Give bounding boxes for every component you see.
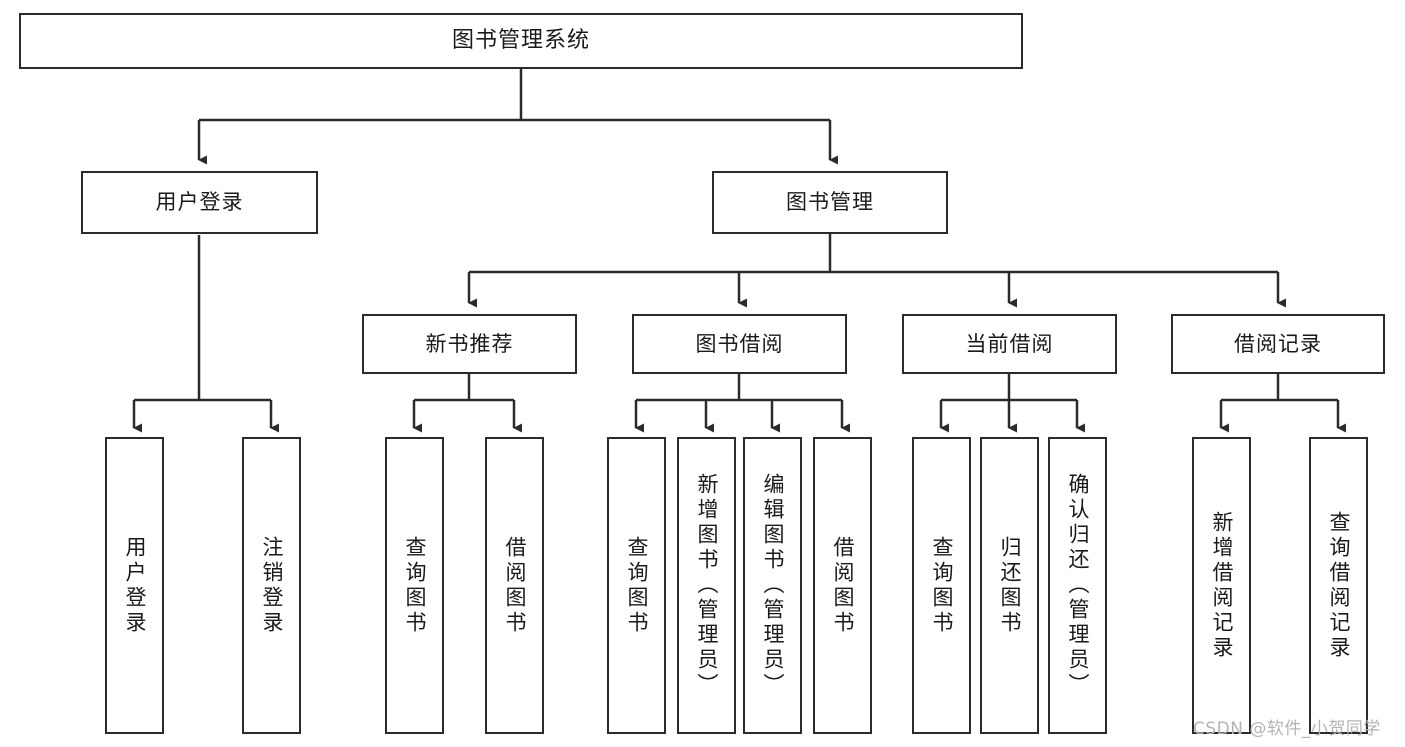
node-label: 查询图书 — [930, 535, 954, 636]
node-leaf-logout[interactable]: 注销登录 — [242, 437, 301, 734]
node-leaf-query-borrow-record[interactable]: 查询借阅记录 — [1309, 437, 1368, 734]
node-label: 借阅图书 — [831, 535, 855, 636]
node-leaf-borrow-book-recommend[interactable]: 借阅图书 — [485, 437, 544, 734]
node-book-management[interactable]: 图书管理 — [712, 171, 948, 234]
node-label: 借阅记录 — [1234, 331, 1322, 356]
node-label: 确认归还（管理员） — [1066, 473, 1090, 698]
node-label: 用户登录 — [155, 190, 244, 215]
node-label: 当前借阅 — [965, 331, 1054, 356]
node-book-management-system[interactable]: 图书管理系统 — [19, 13, 1023, 69]
node-label: 查询图书 — [403, 535, 427, 636]
node-current-borrow[interactable]: 当前借阅 — [902, 314, 1117, 374]
node-new-book-recommend[interactable]: 新书推荐 — [362, 314, 577, 374]
node-leaf-query-book-current[interactable]: 查询图书 — [912, 437, 971, 734]
node-leaf-return-book[interactable]: 归还图书 — [980, 437, 1039, 734]
node-leaf-add-borrow-record[interactable]: 新增借阅记录 — [1192, 437, 1251, 734]
node-leaf-add-book[interactable]: 新增图书（管理员） — [677, 437, 736, 734]
watermark-text: CSDN @软件_小贺同学 — [1193, 719, 1381, 739]
node-label: 注销登录 — [260, 535, 284, 636]
node-label: 查询借阅记录 — [1327, 510, 1351, 661]
node-label: 归还图书 — [998, 535, 1022, 636]
node-label: 新增图书（管理员） — [695, 473, 719, 698]
node-leaf-borrow-book[interactable]: 借阅图书 — [813, 437, 872, 734]
node-label: 新增借阅记录 — [1210, 510, 1234, 661]
node-label: 图书借阅 — [695, 331, 784, 356]
node-label: 图书管理系统 — [451, 28, 590, 54]
node-label: 图书管理 — [786, 190, 874, 215]
node-label: 查询图书 — [625, 535, 649, 636]
node-label: 用户登录 — [123, 535, 147, 636]
node-borrow-record[interactable]: 借阅记录 — [1171, 314, 1385, 374]
node-user-login[interactable]: 用户登录 — [81, 171, 318, 234]
node-label: 新书推荐 — [425, 331, 514, 356]
node-leaf-user-login[interactable]: 用户登录 — [105, 437, 164, 734]
node-leaf-query-book-borrow[interactable]: 查询图书 — [607, 437, 666, 734]
node-leaf-confirm-return[interactable]: 确认归还（管理员） — [1048, 437, 1107, 734]
node-book-borrow[interactable]: 图书借阅 — [632, 314, 847, 374]
node-label: 编辑图书（管理员） — [761, 473, 785, 698]
node-leaf-query-book-recommend[interactable]: 查询图书 — [385, 437, 444, 734]
node-label: 借阅图书 — [503, 535, 527, 636]
node-leaf-edit-book[interactable]: 编辑图书（管理员） — [743, 437, 802, 734]
